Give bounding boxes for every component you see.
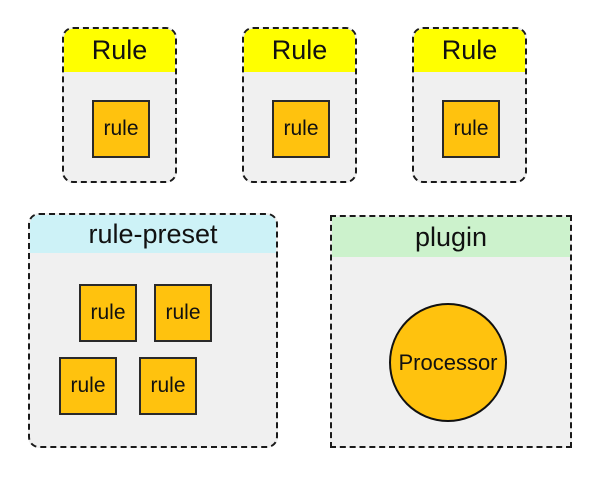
rule-container-2: Rule rule: [242, 27, 357, 183]
rule-node-label: rule: [90, 301, 126, 324]
rule-node-label: rule: [165, 301, 201, 324]
rule-node: rule: [272, 100, 330, 158]
rule-container-3-header: Rule: [414, 29, 525, 72]
rule-node: rule: [59, 357, 117, 415]
rule-container-3-title: Rule: [441, 35, 498, 65]
rule-node: rule: [92, 100, 150, 158]
rule-node-label: rule: [103, 117, 139, 140]
rule-node-label: rule: [453, 117, 489, 140]
rule-container-3: Rule rule: [412, 27, 527, 183]
rule-preset-title: rule-preset: [88, 218, 218, 249]
rule-node: rule: [154, 284, 212, 342]
processor-node-label: Processor: [398, 349, 498, 375]
processor-node: Processor: [389, 303, 507, 422]
rule-node-label: rule: [283, 117, 319, 140]
rule-node-label: rule: [150, 374, 186, 397]
rule-container-1: Rule rule: [62, 27, 177, 183]
rule-container-2-header: Rule: [244, 29, 355, 72]
plugin-title: plugin: [414, 221, 488, 252]
rule-preset-container: rule-preset rule rule rule rule: [28, 213, 278, 448]
plugin-container: plugin Processor: [330, 215, 572, 448]
rule-node: rule: [442, 100, 500, 158]
rule-node: rule: [139, 357, 197, 415]
plugin-header: plugin: [332, 217, 570, 257]
rule-container-1-header: Rule: [64, 29, 175, 72]
rule-preset-header: rule-preset: [30, 215, 276, 253]
rule-node-label: rule: [70, 374, 106, 397]
rule-container-1-title: Rule: [91, 35, 148, 65]
rule-container-2-title: Rule: [271, 35, 328, 65]
rule-node: rule: [79, 284, 137, 342]
